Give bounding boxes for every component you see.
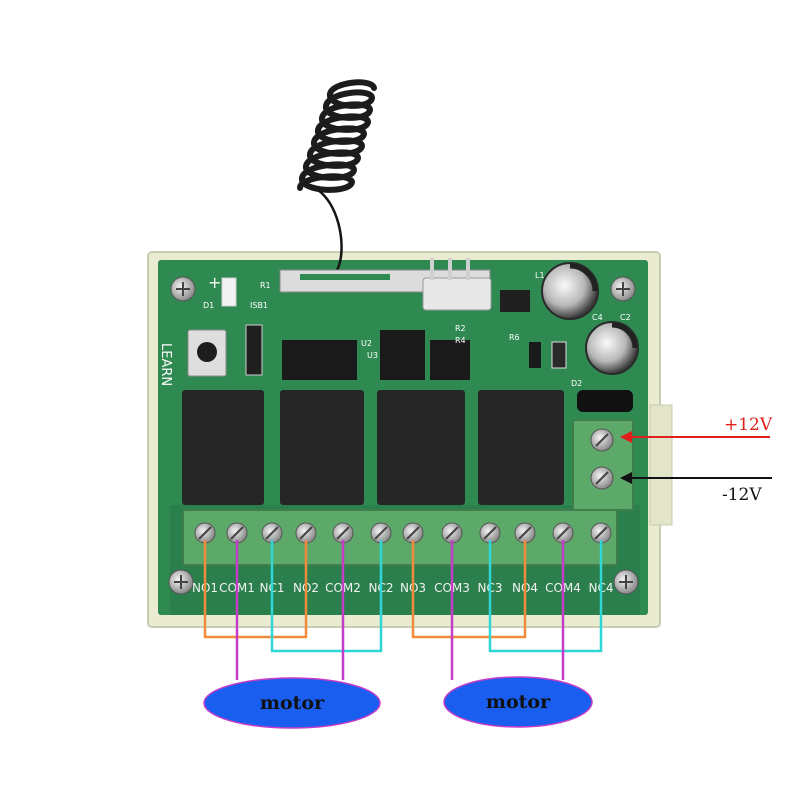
- motor-left-label: motor: [260, 692, 325, 714]
- output-terminal-screws: [194, 522, 612, 544]
- relay-2: [280, 390, 364, 505]
- voltage-regulator: [500, 290, 530, 312]
- transistor-1: [529, 342, 541, 368]
- mounting-screw-bottom-right: [613, 569, 639, 595]
- case-side-tab: [649, 404, 673, 526]
- terminal-screw-com2: [332, 522, 354, 544]
- wire-nc3-nc4: [488, 540, 603, 653]
- terminal-screw-no4: [514, 522, 536, 544]
- oscillator-pin-2: [448, 258, 452, 280]
- power-terminal-screw-plus: [590, 428, 614, 452]
- wire-no1-no2: [203, 540, 308, 639]
- relay-3: [377, 390, 465, 505]
- terminal-screw-nc2: [370, 522, 392, 544]
- learn-silk-label: LEARN: [158, 343, 173, 386]
- silk-u2: U2: [361, 339, 372, 348]
- silk-r1: R1: [260, 281, 271, 290]
- capacitor-large-top: [541, 262, 599, 320]
- silk-l1: L1: [535, 271, 545, 280]
- silk-u3: U3: [367, 351, 378, 360]
- ic-chip-right: [430, 340, 470, 380]
- ic-chip-middle: [380, 330, 425, 380]
- antenna-coil: [297, 79, 377, 193]
- silk-r4: R4: [455, 336, 466, 345]
- motor-left-ellipse: [203, 677, 381, 729]
- plus-12v-label: +12V: [724, 415, 773, 435]
- wire-no3-no4: [411, 540, 527, 639]
- led: [221, 277, 237, 307]
- power-terminal-screw-minus: [590, 466, 614, 490]
- mounting-screw-bottom-left: [168, 569, 194, 595]
- silk-d1: D1: [203, 301, 214, 310]
- silk-isb1: ISB1: [250, 301, 268, 310]
- rf-module-pins: [300, 274, 390, 280]
- relay-4: [478, 390, 564, 505]
- minus-12v-arrowhead: [620, 472, 632, 484]
- silk-r2: R2: [455, 324, 466, 333]
- oscillator-pin-3: [466, 258, 470, 280]
- plus-12v-arrowhead: [620, 431, 632, 443]
- mounting-screw-top-right: [610, 276, 636, 302]
- diode-d2: [577, 390, 633, 412]
- motor-wiring: [203, 540, 603, 680]
- relay-1: [182, 390, 264, 505]
- terminal-screw-com4: [552, 522, 574, 544]
- jumper-header: [245, 324, 263, 376]
- terminal-screw-nc4: [590, 522, 612, 544]
- silk-c2: C2: [620, 313, 631, 322]
- learn-button-cap: [197, 342, 217, 362]
- terminal-screw-no1: [194, 522, 216, 544]
- plus-silk-label: +: [208, 273, 221, 292]
- silk-r6: R6: [509, 333, 520, 342]
- mounting-screw-top-left: [170, 276, 196, 302]
- capacitor-large-bottom: [585, 321, 639, 375]
- transistor-2: [551, 341, 567, 369]
- terminal-screw-nc1: [261, 522, 283, 544]
- silk-d2: D2: [571, 379, 582, 388]
- crystal-oscillator: [422, 277, 492, 311]
- motor-right-ellipse: [443, 676, 593, 728]
- minus-12v-label: -12V: [722, 485, 762, 505]
- terminal-screw-com1: [226, 522, 248, 544]
- ic-chip-left: [282, 340, 357, 380]
- oscillator-pin-1: [430, 258, 434, 280]
- motor-right-label: motor: [486, 691, 551, 713]
- output-terminal-block: [182, 509, 618, 566]
- wire-nc1-nc2: [270, 540, 383, 653]
- terminal-screw-nc3: [479, 522, 501, 544]
- silk-c4: C4: [592, 313, 603, 322]
